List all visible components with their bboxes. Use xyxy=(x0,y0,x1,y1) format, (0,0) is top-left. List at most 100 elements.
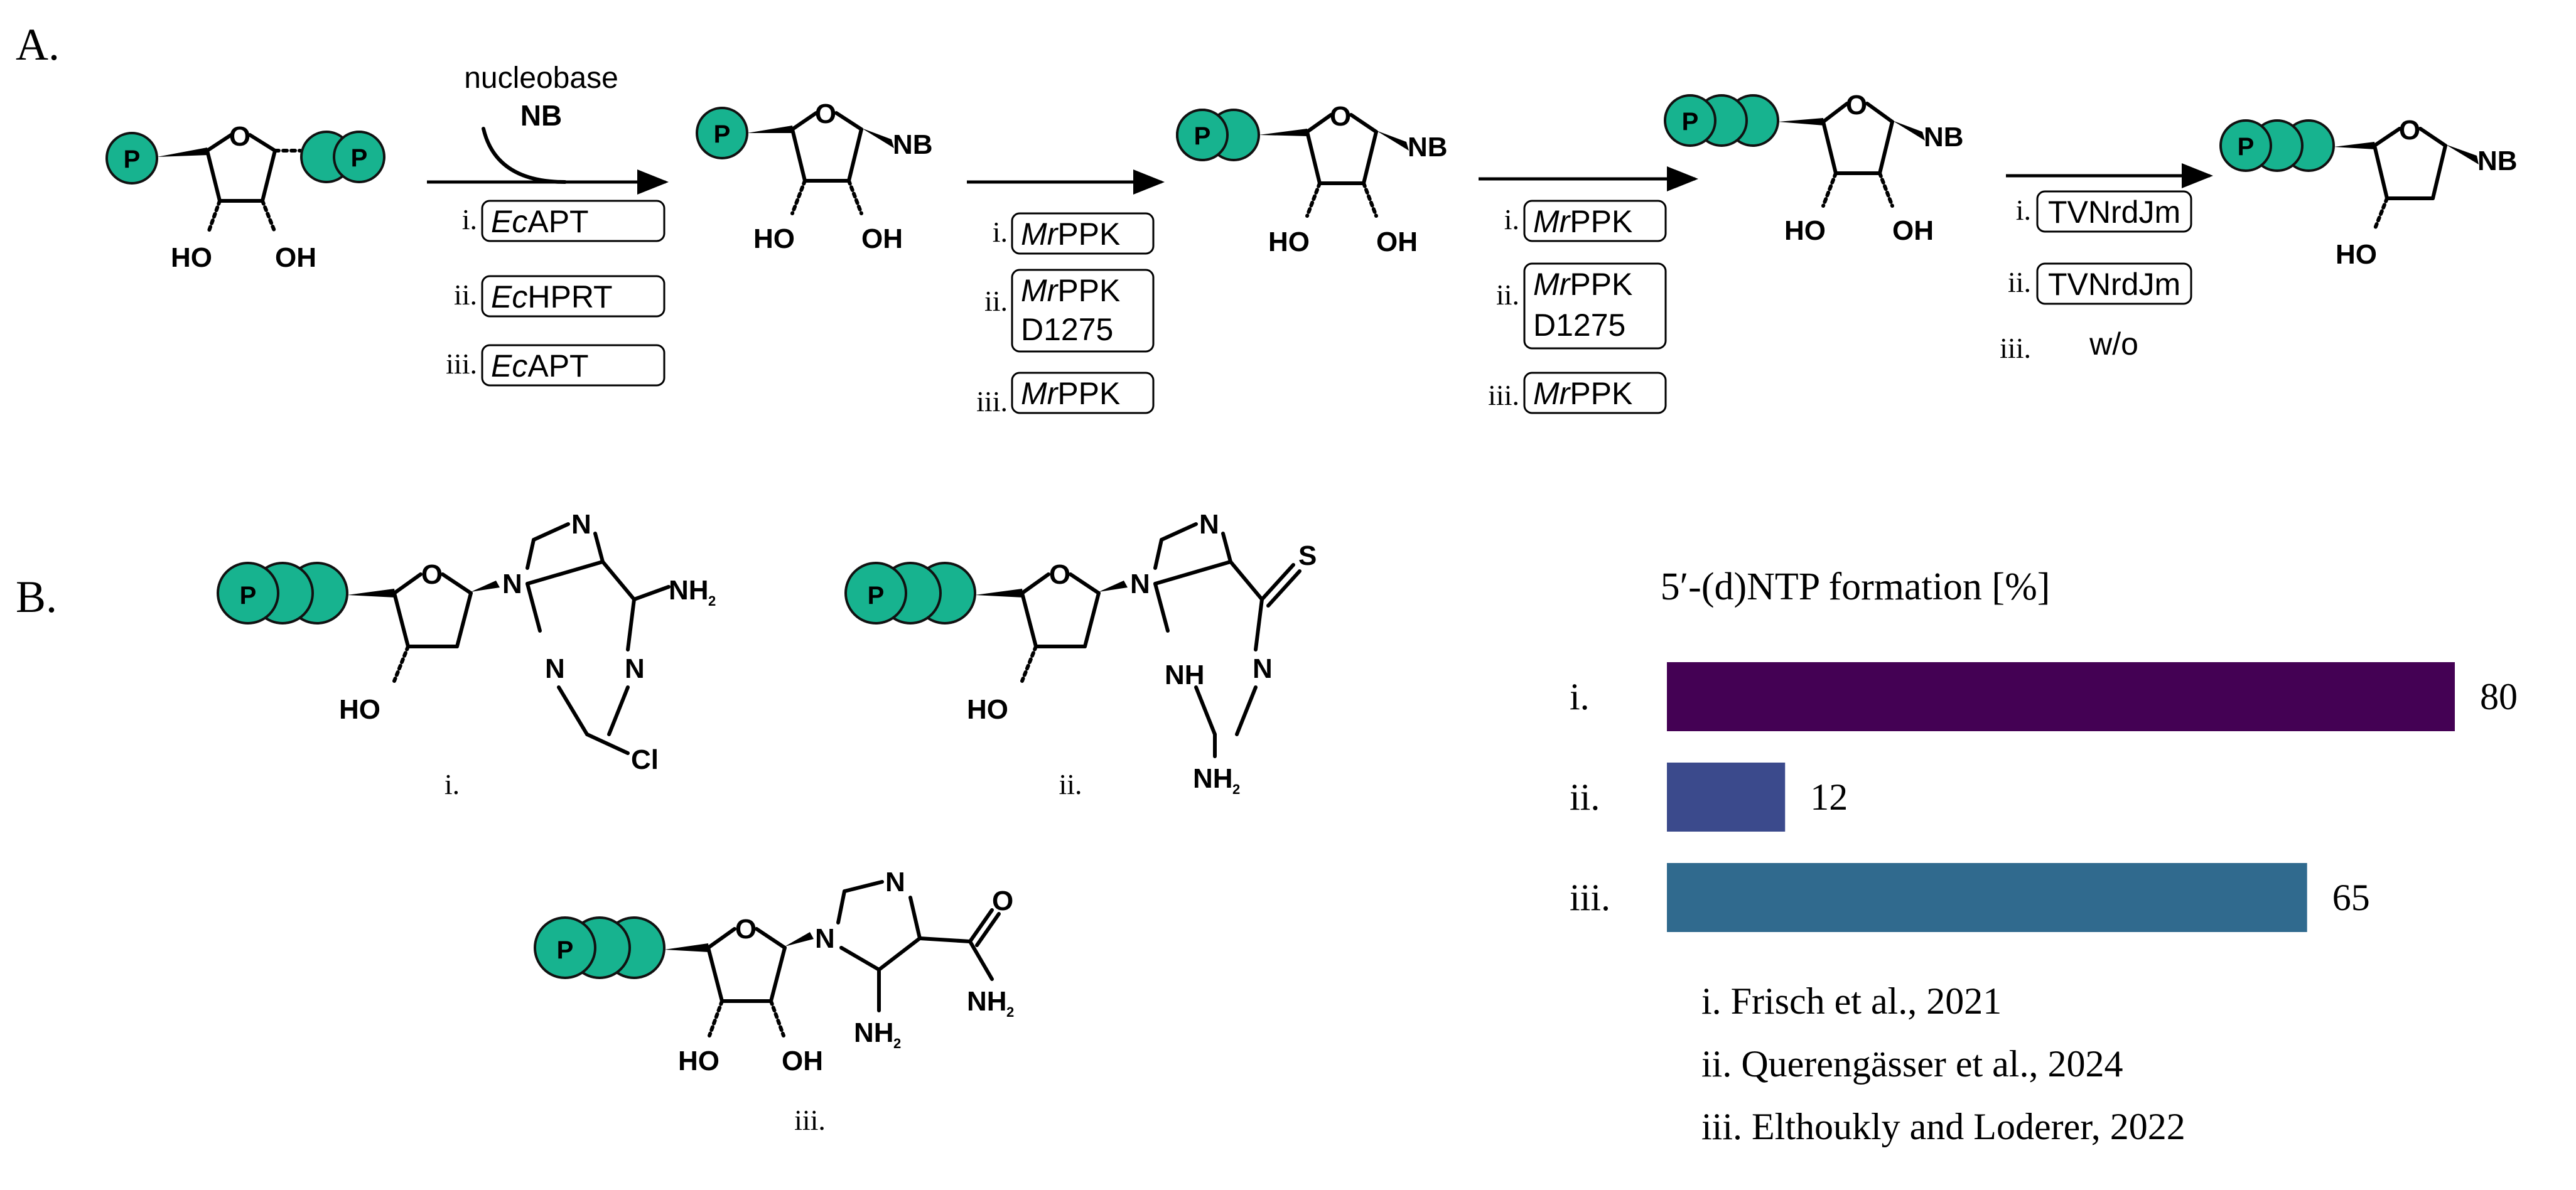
reference-i: i. Frisch et al., 2021 xyxy=(1701,980,2002,1022)
molecule-ndp: P O NB HO OH xyxy=(1176,101,1448,257)
svg-text:N: N xyxy=(545,653,565,684)
phosphate-ball xyxy=(105,132,158,185)
molecule-dntp: P O NB HO xyxy=(2219,115,2518,270)
category-label: i. xyxy=(1570,676,1590,717)
svg-text:NB: NB xyxy=(893,129,933,160)
svg-text:ii.: ii. xyxy=(454,279,477,311)
svg-text:MrPPK: MrPPK xyxy=(1533,376,1632,411)
svg-text:HO: HO xyxy=(967,694,1008,725)
svg-text:N: N xyxy=(625,653,645,684)
svg-text:O: O xyxy=(2399,115,2420,146)
svg-text:P: P xyxy=(1682,108,1699,136)
molecule-nmp: P O NB HO OH xyxy=(696,99,933,254)
svg-text:S: S xyxy=(1298,540,1317,571)
svg-text:iii.: iii. xyxy=(1488,379,1519,411)
svg-text:NH: NH xyxy=(669,575,709,606)
svg-text:HO: HO xyxy=(678,1046,719,1076)
svg-text:N: N xyxy=(571,509,591,540)
svg-text:N: N xyxy=(815,923,835,954)
svg-text:2: 2 xyxy=(1006,1004,1014,1020)
ring-oxygen: O xyxy=(229,121,251,152)
enzyme-box xyxy=(481,344,666,387)
enzyme-box xyxy=(481,200,666,242)
svg-text:HO: HO xyxy=(339,694,380,725)
compound-ii: P O HO N N N NH NH 2 S ii. xyxy=(844,509,1317,800)
svg-text:TVNrdJm: TVNrdJm xyxy=(2048,267,2180,302)
svg-text:OH: OH xyxy=(861,223,903,254)
reference-iii: iii. Elthoukly and Loderer, 2022 xyxy=(1701,1106,2185,1147)
panel-b-label: B. xyxy=(16,572,57,622)
step3-conditions: i. MrPPK ii. MrPPK D1275 iii. MrPPK xyxy=(1488,200,1667,414)
svg-text:2: 2 xyxy=(893,1036,901,1051)
svg-text:O: O xyxy=(992,886,1013,916)
svg-text:2: 2 xyxy=(1232,781,1240,797)
bar xyxy=(1667,863,2307,932)
svg-text:P: P xyxy=(1194,122,1211,150)
svg-text:iii.: iii. xyxy=(976,385,1008,417)
svg-text:D1275: D1275 xyxy=(1021,312,1113,347)
svg-text:P: P xyxy=(868,582,885,609)
step1-conditions: i. EcAPT ii. EcHPRT iii. EcAPT xyxy=(446,200,666,387)
svg-text:HO: HO xyxy=(2336,239,2377,270)
svg-text:ii.: ii. xyxy=(984,285,1008,317)
svg-text:HO: HO xyxy=(1268,227,1310,257)
svg-text:P: P xyxy=(557,936,574,964)
panel-a-label: A. xyxy=(16,19,60,70)
svg-text:O: O xyxy=(735,914,757,945)
svg-text:O: O xyxy=(421,559,443,590)
chart-references: i. Frisch et al., 2021 ii. Querengässer … xyxy=(1701,980,2185,1147)
svg-text:NH: NH xyxy=(1193,763,1233,794)
svg-text:N: N xyxy=(1253,653,1273,684)
data-label: 12 xyxy=(1810,776,1848,818)
molecule-ntp: P O NB HO OH xyxy=(1664,90,1964,246)
svg-text:HO: HO xyxy=(753,223,795,254)
svg-text:OH: OH xyxy=(1892,215,1934,246)
molecule-prpp: P O P HO OH xyxy=(105,121,385,273)
svg-text:ii.: ii. xyxy=(1059,768,1082,800)
svg-text:i.: i. xyxy=(1504,203,1519,235)
svg-text:N: N xyxy=(1199,509,1219,540)
svg-text:MrPPK: MrPPK xyxy=(1021,273,1120,308)
svg-text:ii.: ii. xyxy=(1496,279,1519,311)
svg-text:NB: NB xyxy=(1408,132,1448,163)
svg-text:NH: NH xyxy=(1165,660,1205,690)
svg-text:P: P xyxy=(714,121,731,148)
svg-text:O: O xyxy=(1330,101,1351,132)
svg-text:NH: NH xyxy=(967,986,1007,1017)
svg-text:HO: HO xyxy=(1784,215,1826,246)
category-label: ii. xyxy=(1570,776,1600,818)
svg-text:N: N xyxy=(885,867,905,898)
svg-text:N: N xyxy=(502,569,522,599)
svg-text:MrPPK: MrPPK xyxy=(1533,267,1632,302)
phosphate-label: P xyxy=(124,146,141,173)
svg-text:iii.: iii. xyxy=(446,348,477,380)
step2-conditions: i. MrPPK ii. MrPPK D1275 iii. MrPPK xyxy=(976,212,1155,417)
svg-text:TVNrdJm: TVNrdJm xyxy=(2048,195,2180,230)
svg-text:MrPPK: MrPPK xyxy=(1533,204,1632,239)
enzyme-box xyxy=(481,275,666,318)
category-label: iii. xyxy=(1570,877,1610,918)
svg-text:iii.: iii. xyxy=(794,1104,826,1136)
svg-text:O: O xyxy=(815,99,836,129)
bar xyxy=(1667,662,2455,731)
svg-text:P: P xyxy=(351,144,368,172)
reagent-nb: NB xyxy=(520,99,562,132)
svg-text:i.: i. xyxy=(462,203,477,235)
svg-text:O: O xyxy=(1049,559,1070,590)
svg-text:P: P xyxy=(2238,133,2255,161)
step4-conditions: i. TVNrdJm ii. TVNrdJm iii. w/o xyxy=(2000,190,2192,364)
svg-text:D1275: D1275 xyxy=(1533,308,1625,343)
svg-text:NH: NH xyxy=(854,1017,894,1048)
svg-text:NB: NB xyxy=(2477,146,2518,176)
svg-text:ii.: ii. xyxy=(2008,266,2031,298)
svg-text:i.: i. xyxy=(993,216,1008,248)
chart-title: 5′-(d)NTP formation [%] xyxy=(1661,566,2051,608)
svg-text:2: 2 xyxy=(708,593,716,609)
svg-text:MrPPK: MrPPK xyxy=(1021,217,1120,252)
compound-iii: P O HO OH N N NH 2 O NH 2 iii. xyxy=(534,867,1014,1136)
svg-text:HO: HO xyxy=(171,242,212,273)
svg-text:NB: NB xyxy=(1924,122,1964,153)
bar xyxy=(1667,763,1786,832)
